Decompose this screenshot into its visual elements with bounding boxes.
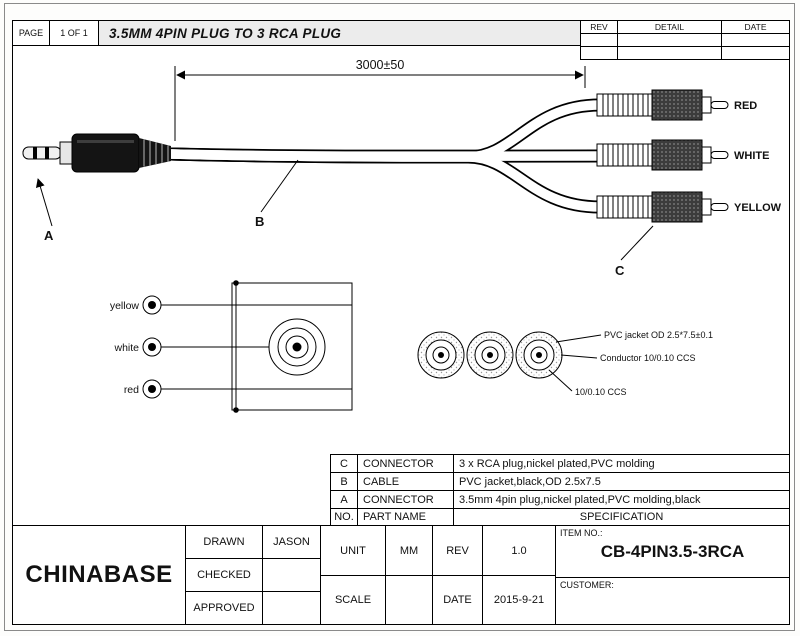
scale-value — [385, 575, 433, 625]
wire-label-yellow: yellow — [110, 300, 140, 312]
detail-col-header: DETAIL — [617, 20, 722, 34]
spec-footer-spec: SPECIFICATION — [453, 508, 790, 526]
item-no-cell: ITEM NO.: CB-4PIN3.5-3RCA — [555, 525, 790, 578]
wire-terminal-yellow: yellow — [110, 295, 162, 315]
company-name: CHINABASE — [12, 525, 186, 625]
part-letters: A B C — [35, 159, 654, 278]
spec-row-part: CONNECTOR — [357, 454, 454, 473]
spec-footer-no: NO. — [330, 508, 358, 526]
sheet-outer-border — [4, 3, 795, 631]
drawing-title: 3.5MM 4PIN PLUG TO 3 RCA PLUG — [98, 20, 581, 46]
date-value: 2015-9-21 — [482, 575, 556, 625]
plug-body — [71, 133, 140, 173]
spec-row-no: C — [330, 454, 358, 473]
plug-35mm — [22, 133, 171, 173]
connector-face-view — [268, 318, 326, 376]
rev-table-empty-cell — [580, 33, 618, 47]
cross-section-1 — [417, 331, 465, 379]
cable-drawing: 3000±50 RED — [22, 58, 782, 413]
date-label: DATE — [432, 575, 483, 625]
item-no-value: CB-4PIN3.5-3RCA — [600, 541, 745, 561]
wiring-schematic: yellow white red — [110, 280, 353, 413]
spec-row-part: CONNECTOR — [357, 490, 454, 509]
checked-value — [262, 558, 321, 592]
customer-cell: CUSTOMER: — [555, 577, 790, 625]
revision-table: REV DETAIL DATE — [580, 20, 790, 60]
rev-label: REV — [432, 525, 483, 576]
part-letter-b: B — [255, 214, 264, 229]
dimension-3000: 3000±50 — [174, 58, 586, 141]
customer-label: CUSTOMER: — [560, 580, 614, 590]
cross-section-3 — [515, 331, 563, 379]
spec-row-no: A — [330, 490, 358, 509]
page-label-cell: PAGE — [12, 20, 50, 46]
callout-conductor: Conductor 10/0.10 CCS — [600, 353, 696, 363]
rev-col-header: REV — [580, 20, 618, 34]
date-col-header: DATE — [721, 20, 790, 34]
wire-terminal-white: white — [113, 337, 162, 357]
spec-row-spec: 3.5mm 4pin plug,nickel plated,PVC moldin… — [453, 490, 790, 509]
wire-label-red: red — [124, 384, 139, 396]
unit-label: UNIT — [320, 525, 386, 576]
cross-section-2 — [466, 331, 514, 379]
rev-table-empty-cell — [721, 46, 790, 60]
spec-row-spec: PVC jacket,black,OD 2.5x7.5 — [453, 472, 790, 491]
wire-terminal-red: red — [124, 379, 162, 399]
rca-plug-white: WHITE — [596, 139, 769, 171]
spec-row-no: B — [330, 472, 358, 491]
rev-table-empty-cell — [721, 33, 790, 47]
title-block: CHINABASE DRAWN CHECKED APPROVED JASON U… — [12, 525, 790, 625]
callout-jacket: PVC jacket OD 2.5*7.5±0.1 — [604, 330, 713, 340]
spec-table: C CONNECTOR 3 x RCA plug,nickel plated,P… — [330, 454, 790, 526]
dimension-text: 3000±50 — [356, 58, 405, 72]
approved-value — [262, 591, 321, 625]
plug-tip — [22, 146, 62, 160]
cable-runs — [170, 98, 601, 214]
part-letter-c: C — [615, 263, 625, 278]
unit-value: MM — [385, 525, 433, 576]
spec-row-spec: 3 x RCA plug,nickel plated,PVC molding — [453, 454, 790, 473]
rca-label-red: RED — [734, 100, 757, 112]
drawn-label: DRAWN — [185, 525, 263, 559]
checked-label: CHECKED — [185, 558, 263, 592]
cable-cross-sections: PVC jacket OD 2.5*7.5±0.1 Conductor 10/0… — [417, 330, 713, 397]
rca-plug-red: RED — [596, 89, 757, 121]
spec-footer-part: PART NAME — [357, 508, 454, 526]
rev-value: 1.0 — [482, 525, 556, 576]
callout-strand: 10/0.10 CCS — [575, 387, 627, 397]
drawn-value: JASON — [262, 525, 321, 559]
rev-table-empty-cell — [617, 33, 722, 47]
wire-label-white: white — [113, 342, 139, 354]
plug-collar — [59, 141, 74, 165]
rca-label-yellow: YELLOW — [734, 202, 782, 214]
spec-row-part: CABLE — [357, 472, 454, 491]
rca-label-white: WHITE — [734, 150, 769, 162]
approved-label: APPROVED — [185, 591, 263, 625]
rca-plug-yellow: YELLOW — [596, 191, 782, 223]
part-letter-a: A — [44, 228, 54, 243]
scale-label: SCALE — [320, 575, 386, 625]
page-number-cell: 1 OF 1 — [49, 20, 99, 46]
item-no-label: ITEM NO.: — [560, 528, 603, 538]
